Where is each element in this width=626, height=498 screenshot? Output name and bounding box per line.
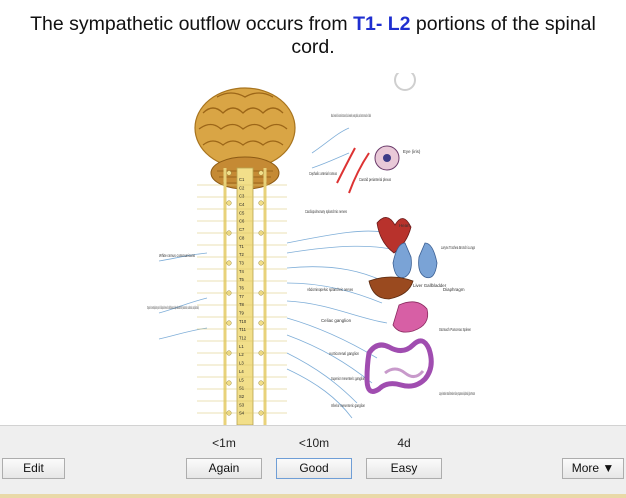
- label-stomach: Stomach Pancreas Spleen: [439, 327, 471, 332]
- spinal-cord: [197, 167, 287, 425]
- label-diaphragm: Diaphragm: [443, 287, 465, 292]
- label-abdominopelvic: Abdominopelvic splanchnic nerves: [307, 287, 354, 292]
- easy-interval: 4d: [397, 436, 411, 450]
- label-heart: Heart: [399, 223, 411, 228]
- intestine-illustration: [364, 338, 434, 394]
- label-white-rami: White ramus communicans: [159, 253, 196, 258]
- liver-illustration: [368, 276, 414, 300]
- segment-label: T1: [239, 244, 245, 249]
- segment-label: C4: [239, 202, 245, 207]
- question-after: portions of the spinal cord.: [291, 13, 596, 58]
- segment-label: C1: [239, 177, 245, 182]
- segment-label: T6: [239, 285, 245, 290]
- question-before: The sympathetic outflow occurs from: [30, 13, 354, 35]
- label-larynx: Larynx Trachea Bronchi Lungs: [441, 245, 475, 250]
- more-button[interactable]: More ▼: [562, 458, 624, 479]
- segment-label: T12: [239, 336, 247, 341]
- segment-label: T4: [239, 269, 245, 274]
- edit-button[interactable]: Edit: [2, 458, 65, 479]
- again-button[interactable]: Again: [186, 458, 262, 479]
- bottom-edge: [0, 494, 626, 498]
- segment-label: S4: [239, 411, 245, 416]
- question-highlight: T1- L2: [353, 13, 411, 35]
- label-eye: Eye (iris): [403, 149, 421, 154]
- stomach-illustration: [392, 301, 429, 333]
- answer-bar: <1m <10m 4d Edit Again Good Easy More ▼: [0, 425, 626, 498]
- page-corner-icon: [394, 73, 416, 91]
- segment-label: C5: [239, 210, 245, 215]
- segment-label: T5: [239, 277, 245, 282]
- segment-label: L1: [239, 344, 244, 349]
- segment-label: S1: [239, 386, 245, 391]
- label-celiac: Celiac ganglion: [321, 318, 352, 323]
- label-aorticorenal: Aorticorenal ganglion: [329, 351, 359, 356]
- label-liver: Liver Gallbladder: [413, 283, 447, 288]
- segment-label: C6: [239, 219, 245, 224]
- easy-button[interactable]: Easy: [366, 458, 442, 479]
- segment-label: C7: [239, 227, 245, 232]
- segment-label: T10: [239, 319, 247, 324]
- segment-label: C3: [239, 194, 245, 199]
- again-interval: <1m: [212, 436, 236, 450]
- segment-label: C2: [239, 185, 245, 190]
- label-intestines: Large intestine Small intestine Kidney S…: [439, 391, 475, 396]
- segment-label: S2: [239, 394, 245, 399]
- label-gray-rami: Gray rami to ventral primary rami of all…: [147, 305, 199, 310]
- label-carotid: Carotid periarterial plexus: [359, 177, 392, 182]
- segment-label: T9: [239, 311, 245, 316]
- lungs-illustration: [392, 242, 438, 279]
- segment-label: L2: [239, 352, 244, 357]
- label-cephalic: Cephalic arterial ramus: [309, 171, 337, 176]
- good-button[interactable]: Good: [276, 458, 352, 479]
- segment-label: L3: [239, 361, 244, 366]
- organ-illustrations: [336, 145, 438, 394]
- segment-labels: C1C2C3C4C5C6C7C8T1T2T3T4T5T6T7T8T9T10T11…: [239, 177, 247, 416]
- label-superior-mesenteric: Superior mesenteric ganglion: [331, 376, 365, 381]
- segment-label: L5: [239, 377, 244, 382]
- label-cardiopulmonary: Cardiopulmonary splanchnic nerves: [305, 209, 347, 214]
- segment-label: S3: [239, 402, 245, 407]
- segment-label: T7: [239, 294, 245, 299]
- segment-label: L4: [239, 369, 244, 374]
- segment-label: T8: [239, 302, 245, 307]
- segment-label: C8: [239, 235, 245, 240]
- question-text: The sympathetic outflow occurs from T1- …: [8, 13, 618, 59]
- good-interval: <10m: [298, 436, 330, 450]
- segment-label: T2: [239, 252, 245, 257]
- segment-label: T3: [239, 260, 245, 265]
- segment-label: T11: [239, 327, 247, 332]
- label-blood-vessels: Blood vessels of visceral structures, bl…: [331, 113, 371, 118]
- label-inferior-mesenteric: Inferior mesenteric ganglion: [331, 403, 365, 408]
- card-area: The sympathetic outflow occurs from T1- …: [8, 13, 618, 425]
